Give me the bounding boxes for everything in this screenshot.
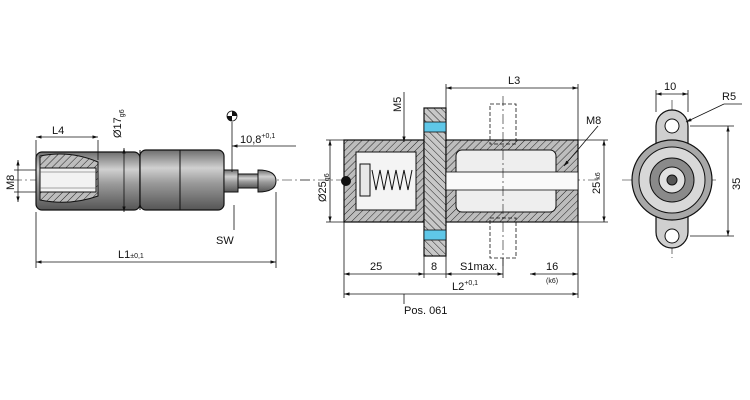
label-S1max: S1max. [460, 261, 497, 273]
label-pos061: Pos. 061 [404, 305, 447, 317]
body-center [666, 174, 678, 186]
hole-top [664, 118, 680, 134]
left-neck [237, 173, 259, 189]
left-body-rear [139, 149, 225, 211]
label-16: 16 [546, 261, 558, 273]
label-8: 8 [431, 261, 437, 273]
right-view: 10 R5 35 [622, 81, 743, 258]
hole-bottom [664, 228, 680, 244]
label-L2: L2+0,1 [452, 280, 478, 293]
left-bore [39, 167, 97, 193]
label-M5: M5 [392, 97, 404, 112]
label-16-tol: (k6) [546, 278, 558, 285]
label-offset: 10,8+0,1 [240, 133, 275, 146]
seal-bottom [423, 229, 447, 241]
seal-top [423, 121, 447, 133]
label-R5: R5 [722, 91, 736, 103]
label-dia25: Ø25g6 [317, 173, 331, 202]
label-L4: L4 [52, 125, 64, 137]
piston [359, 163, 371, 197]
label-25: 25 [370, 261, 382, 273]
left-hex [223, 169, 239, 193]
label-L1: L1±0,1 [118, 249, 144, 261]
ball [341, 176, 351, 186]
label-10: 10 [664, 81, 676, 93]
label-M8-middle: M8 [586, 115, 601, 127]
label-SW: SW [216, 235, 234, 247]
label-L3: L3 [508, 75, 520, 87]
spring [371, 169, 413, 191]
left-view: L4 Ø17g6 M8 10,8+0,1 SW L1±0,1 [5, 109, 310, 268]
label-M8-left: M8 [5, 175, 17, 190]
rod [445, 171, 579, 191]
left-ball-head [257, 169, 277, 193]
label-dia17: Ø17g6 [112, 109, 126, 138]
label-right-25: 25k6 [591, 172, 603, 194]
label-35: 35 [731, 178, 743, 190]
middle-view: M5 L3 M8 Ø25g6 25k6 25 8 S1max. [300, 75, 608, 317]
